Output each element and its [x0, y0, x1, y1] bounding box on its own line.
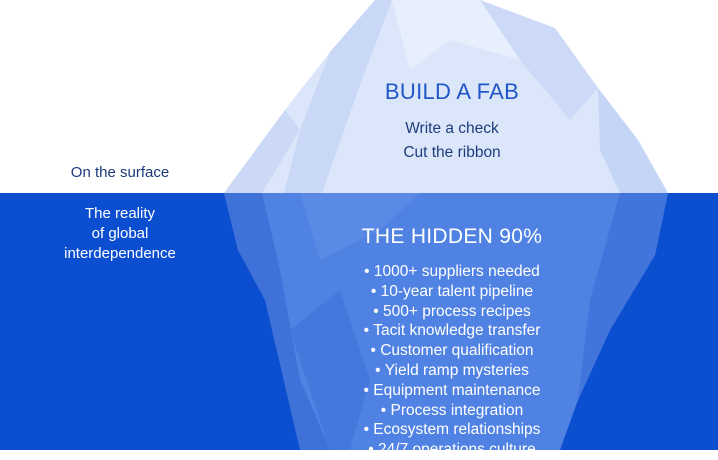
- above-water-lines: Write a check Cut the ribbon: [302, 117, 602, 165]
- iceberg-tip-facet: [284, 0, 392, 193]
- on-the-surface-label: On the surface: [70, 164, 170, 181]
- hidden-item: Equipment maintenance: [292, 381, 612, 401]
- hidden-item: Ecosystem relationships: [292, 420, 612, 440]
- hidden-item: 24/7 operations culture: [292, 440, 612, 460]
- reality-label-line: interdependence: [64, 245, 176, 262]
- iceberg-submerged-facet: [224, 193, 330, 450]
- hidden-items-list: 1000+ suppliers needed 10-year talent pi…: [292, 262, 612, 460]
- hidden-item: Tacit knowledge transfer: [292, 321, 612, 341]
- hidden-90-title: THE HIDDEN 90%: [361, 225, 543, 248]
- hidden-item: Customer qualification: [292, 341, 612, 361]
- iceberg-submerged-facet: [300, 193, 420, 260]
- reality-label-line: The reality: [84, 205, 156, 222]
- iceberg-tip-facet: [480, 0, 598, 120]
- hidden-item: 500+ process recipes: [292, 302, 612, 322]
- build-a-fab-title: BUILD A FAB: [384, 79, 520, 104]
- iceberg-tip-highlight: [392, 0, 520, 70]
- hidden-item: Yield ramp mysteries: [292, 361, 612, 381]
- hidden-item: 1000+ suppliers needed: [292, 262, 612, 282]
- iceberg-tip-facet: [224, 110, 300, 193]
- reality-label: The reality of global interdependence: [0, 204, 240, 264]
- reality-label-line: of global: [91, 225, 149, 242]
- above-water-line: Write a check: [405, 120, 499, 137]
- hidden-item: Process integration: [292, 401, 612, 421]
- iceberg-tip-facet: [598, 88, 668, 193]
- hidden-item: 10-year talent pipeline: [292, 282, 612, 302]
- above-water-line: Cut the ribbon: [403, 144, 501, 161]
